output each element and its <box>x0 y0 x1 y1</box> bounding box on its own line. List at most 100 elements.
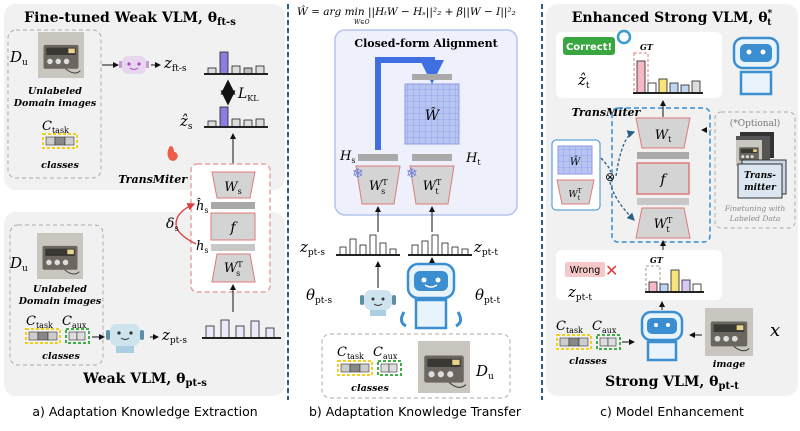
labeled-images-stack <box>735 132 774 166</box>
classes-label: classes <box>41 160 79 171</box>
fire-trainable-icon <box>167 146 178 161</box>
logit-bar <box>692 283 702 293</box>
z-ft-s-label: zft-s <box>163 54 187 74</box>
h-s-label: Hs <box>339 149 355 165</box>
strong-vlm-title: Strong VLM, θpt-t <box>605 374 739 392</box>
transmitter-label-2: mitter <box>744 183 777 193</box>
logit-bar <box>255 65 265 75</box>
domain-set-label: Du <box>9 254 28 274</box>
delta-s-label: δs <box>166 216 179 233</box>
logit-bar <box>250 320 260 339</box>
task-classes-box <box>42 133 78 149</box>
h-hat-t-feature <box>637 152 689 159</box>
circle-correct-icon <box>616 29 632 45</box>
wrong-label: Wrong <box>570 265 601 276</box>
classes-label: classes <box>42 351 80 362</box>
domain-set-label: Du <box>475 362 494 382</box>
aux-classes-box <box>596 334 621 350</box>
unlabeled-label: Unlabeled <box>28 86 82 97</box>
logit-bar <box>349 238 357 256</box>
snowflake-frozen-icon: ❄ <box>406 166 418 182</box>
theta-pt-t-label: θpt-t <box>475 286 500 306</box>
w-t-label: Wt <box>655 128 672 144</box>
unlabeled-image-thumbnail <box>418 340 470 394</box>
logit-bar <box>658 78 668 94</box>
wrong-x-icon: ✕ <box>605 261 618 280</box>
alignment-equation: Ŵ = arg min ||HₜW − Hₛ||²₂ + β||W − I||²… <box>297 4 516 19</box>
z-pt-t-bars <box>645 269 704 293</box>
logit-bar <box>670 269 680 293</box>
weak-vlm-title: Weak VLM, θpt-s <box>82 371 207 389</box>
h-s-feature <box>358 154 398 161</box>
logit-bar <box>359 244 367 256</box>
z-hat-t-label: ẑt <box>577 71 590 91</box>
w-hat-label: Ŵ <box>425 106 441 124</box>
c-task-label: Ctask <box>26 314 53 330</box>
c-aux-label: Caux <box>62 314 87 330</box>
wrong-badge <box>565 262 605 277</box>
strong-vlm-robot-icon <box>399 262 463 330</box>
finetuning-label-1: Finetuning with <box>724 204 786 213</box>
transmiter-document-icon <box>737 159 787 199</box>
logit-bar <box>255 118 265 128</box>
optional-finetune-box <box>714 111 796 229</box>
task-classes-box <box>556 334 592 350</box>
classes-label: classes <box>569 356 607 367</box>
finetuning-label-2: Labeled Data <box>729 214 781 223</box>
snowflake-frozen-icon: ❄ <box>352 166 364 182</box>
gt-label: GT <box>640 42 654 52</box>
caption-c: c) Model Enhancement <box>600 404 744 419</box>
h-t-feature <box>637 198 689 205</box>
domain-set-label: Du <box>9 48 28 68</box>
w-hat-label: Ŵ <box>570 156 581 168</box>
panel-b: Ŵ = arg min ||HₜW − Hₛ||²₂ + β||W − I||²… <box>297 4 518 399</box>
logit-bar <box>441 242 449 256</box>
correct-label: Correct! <box>566 42 612 53</box>
w-s-transpose-block <box>211 253 256 283</box>
w-s-transpose-block <box>355 165 401 205</box>
transmiter-label: TransMiter <box>572 106 642 119</box>
merge-arrows <box>600 157 634 220</box>
c-task-label: Ctask <box>556 319 583 335</box>
fine-tuned-weak-vlm-title: Fine-tuned Weak VLM, θft-s <box>24 10 236 28</box>
domain-data-box-bottom <box>9 224 104 366</box>
domain-images-label: Domain images <box>13 98 97 109</box>
w-t-transpose-small-block <box>556 179 595 205</box>
optional-label: (*Optional) <box>730 118 781 129</box>
logit-bar <box>379 242 387 256</box>
unlabeled-label: Unlabeled <box>33 284 87 295</box>
h-s-feature <box>211 244 255 251</box>
logit-bar <box>680 84 690 94</box>
z-pt-s-label: zpt-s <box>299 238 325 258</box>
z-pt-t-label: zpt-t <box>473 238 498 258</box>
transmiter-box-strong <box>611 107 711 243</box>
strong-vlm-robot-icon <box>640 310 684 362</box>
domain-images-label: Domain images <box>18 296 102 307</box>
logit-bar <box>219 106 229 128</box>
kl-loss-label: LKL <box>237 86 259 103</box>
gt-label: GT <box>650 255 664 265</box>
z-hat-s-bars <box>204 106 268 128</box>
w-s-label: Ws <box>224 180 241 196</box>
w-hat-matrix <box>557 145 593 175</box>
h-hat-s-feature <box>211 202 255 209</box>
input-image-thumbnail <box>704 308 754 356</box>
logit-bar <box>669 82 679 94</box>
f-label: f <box>229 220 238 236</box>
logit-bar <box>231 65 241 75</box>
logit-bar <box>431 234 439 256</box>
logit-bar <box>220 319 230 339</box>
z-ft-s-bars <box>204 51 268 75</box>
alignment-bar <box>412 74 452 80</box>
logit-bar <box>647 82 657 94</box>
shared-data-box <box>321 333 511 399</box>
z-pt-t-bars <box>408 234 472 256</box>
logit-bar <box>339 246 347 256</box>
logit-bar <box>205 325 215 339</box>
correct-badge <box>563 37 615 55</box>
